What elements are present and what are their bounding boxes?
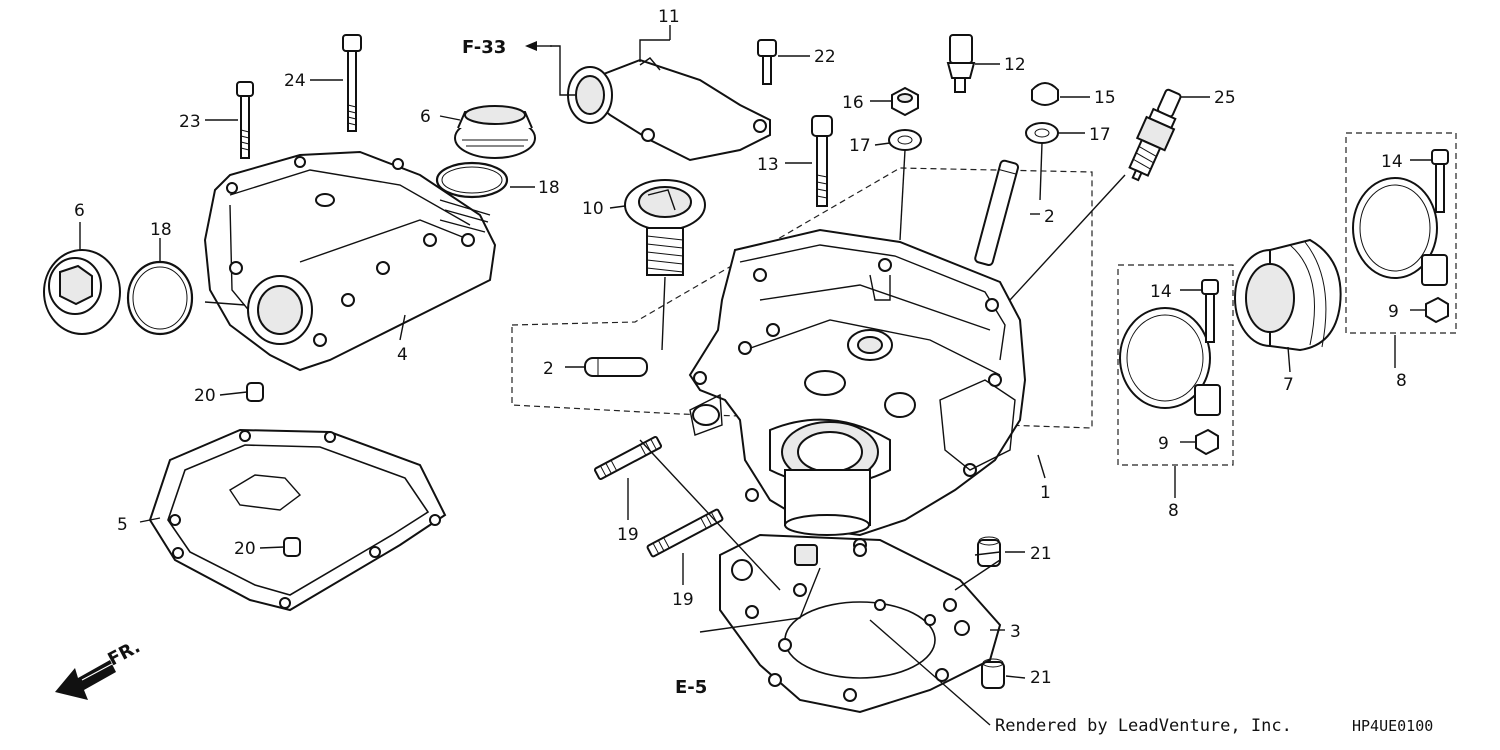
bolt-22[interactable] bbox=[757, 39, 777, 85]
dowel-pin-2-upper[interactable] bbox=[974, 159, 1019, 266]
stud-19-upper[interactable] bbox=[593, 435, 663, 481]
label-21-upper[interactable]: 21 bbox=[1030, 544, 1052, 564]
intake-band-right[interactable] bbox=[1119, 307, 1221, 416]
washer-17-left[interactable] bbox=[888, 129, 922, 151]
label-7[interactable]: 7 bbox=[1283, 375, 1294, 395]
bolt-24[interactable] bbox=[342, 34, 362, 132]
nut-9-far-right[interactable] bbox=[1425, 296, 1449, 324]
label-18-top[interactable]: 18 bbox=[538, 178, 560, 198]
nut-9-right[interactable] bbox=[1195, 428, 1219, 456]
label-4[interactable]: 4 bbox=[397, 345, 408, 365]
label-3[interactable]: 3 bbox=[1010, 622, 1021, 642]
label-8-far-right[interactable]: 8 bbox=[1396, 371, 1407, 391]
cylinder-gasket[interactable] bbox=[719, 533, 1002, 714]
label-21-lower[interactable]: 21 bbox=[1030, 668, 1052, 688]
assembly-outline-cylinder-head bbox=[511, 167, 1093, 429]
thermostat-cover[interactable] bbox=[567, 57, 771, 162]
assembly-outline-band-far-right bbox=[1345, 132, 1457, 334]
label-10[interactable]: 10 bbox=[582, 199, 604, 219]
spark-plug[interactable] bbox=[1122, 86, 1188, 185]
label-14-far-right[interactable]: 14 bbox=[1381, 152, 1403, 172]
label-8-right[interactable]: 8 bbox=[1168, 501, 1179, 521]
label-2-left[interactable]: 2 bbox=[543, 359, 554, 379]
label-2-upper[interactable]: 2 bbox=[1044, 207, 1055, 227]
stud-19-lower[interactable] bbox=[646, 508, 724, 558]
diagram-code: HP4UE0100 bbox=[1352, 717, 1433, 735]
leader-lines bbox=[79, 25, 1432, 726]
screw-14-right[interactable] bbox=[1201, 279, 1219, 343]
temperature-sensor[interactable] bbox=[946, 34, 976, 93]
label-18-left[interactable]: 18 bbox=[150, 220, 172, 240]
label-17-left[interactable]: 17 bbox=[849, 136, 871, 156]
label-6-top[interactable]: 6 bbox=[420, 107, 431, 127]
label-15[interactable]: 15 bbox=[1094, 88, 1116, 108]
assembly-outline-band-right bbox=[1117, 264, 1234, 466]
bolt-13[interactable] bbox=[811, 115, 833, 207]
label-24[interactable]: 24 bbox=[284, 71, 306, 91]
o-ring-18-left[interactable] bbox=[126, 260, 194, 336]
label-13[interactable]: 13 bbox=[757, 155, 779, 175]
screw-14-far-right[interactable] bbox=[1431, 149, 1449, 213]
cap-nut-15[interactable] bbox=[1031, 82, 1059, 106]
label-12[interactable]: 12 bbox=[1004, 55, 1026, 75]
label-14-right[interactable]: 14 bbox=[1150, 282, 1172, 302]
label-20-top[interactable]: 20 bbox=[194, 386, 216, 406]
filler-cap-left[interactable] bbox=[43, 249, 121, 335]
nut-16[interactable] bbox=[891, 86, 919, 117]
label-25[interactable]: 25 bbox=[1214, 88, 1236, 108]
label-19-lower[interactable]: 19 bbox=[672, 590, 694, 610]
label-9-far-right[interactable]: 9 bbox=[1388, 302, 1399, 322]
intake-band-far-right[interactable] bbox=[1352, 177, 1448, 286]
arrow-left-icon bbox=[525, 41, 537, 51]
ref-e5[interactable]: E-5 bbox=[675, 677, 707, 698]
filler-cap-top[interactable] bbox=[454, 105, 536, 159]
label-16[interactable]: 16 bbox=[842, 93, 864, 113]
cylinder-head[interactable] bbox=[688, 228, 1027, 566]
head-cover-gasket[interactable] bbox=[148, 428, 447, 612]
label-9-right[interactable]: 9 bbox=[1158, 434, 1169, 454]
dowel-pin-2-left[interactable] bbox=[584, 357, 648, 377]
label-19-upper[interactable]: 19 bbox=[617, 525, 639, 545]
intake-insulator[interactable] bbox=[1234, 238, 1342, 352]
cylinder-head-cover[interactable] bbox=[203, 150, 497, 372]
ref-f33[interactable]: F-33 bbox=[462, 37, 506, 58]
label-6-left[interactable]: 6 bbox=[74, 201, 85, 221]
dowel-20-bottom[interactable] bbox=[283, 537, 301, 557]
label-5[interactable]: 5 bbox=[117, 515, 128, 535]
label-23[interactable]: 23 bbox=[179, 112, 201, 132]
label-11[interactable]: 11 bbox=[658, 7, 680, 27]
dowel-21-lower[interactable] bbox=[981, 658, 1005, 689]
render-credit: Rendered by LeadVenture, Inc. bbox=[995, 716, 1292, 736]
arrow-down-left-icon bbox=[55, 656, 116, 700]
thermostat[interactable] bbox=[624, 179, 706, 276]
dowel-20-top[interactable] bbox=[246, 382, 264, 402]
label-20-bottom[interactable]: 20 bbox=[234, 539, 256, 559]
bolt-23[interactable] bbox=[236, 81, 254, 159]
o-ring-18-top[interactable] bbox=[435, 161, 509, 199]
washer-17-right[interactable] bbox=[1025, 122, 1059, 144]
label-22[interactable]: 22 bbox=[814, 47, 836, 67]
label-17-right[interactable]: 17 bbox=[1089, 125, 1111, 145]
part-number-labels: 1 2 2 3 4 5 6 6 7 8 8 9 9 10 11 12 13 14… bbox=[74, 7, 1407, 688]
label-1[interactable]: 1 bbox=[1040, 483, 1051, 503]
